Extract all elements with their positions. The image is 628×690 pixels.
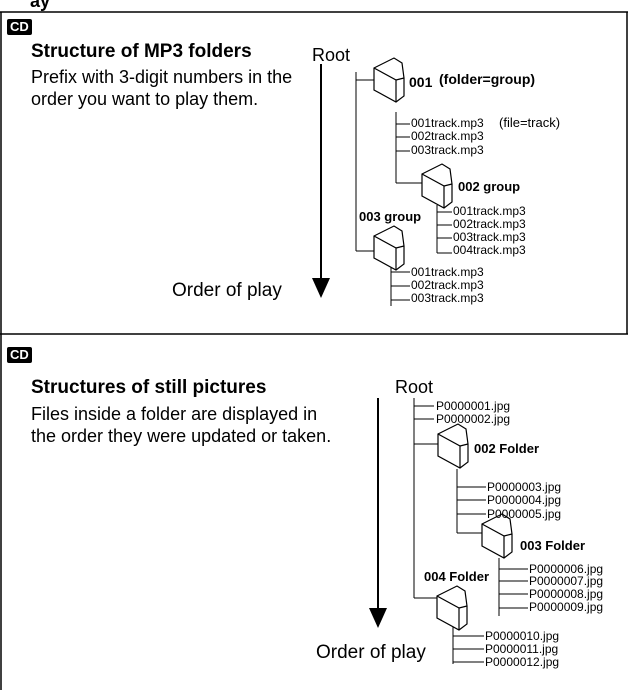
mp3-folder-003-file: 003track.mp3 <box>411 291 484 305</box>
mp3-order-arrow <box>312 64 330 298</box>
still-folder-002-file: P0000003.jpg <box>487 480 562 494</box>
still-folder-003-file: P0000006.jpg <box>529 562 604 576</box>
mp3-folder-002-file: 004track.mp3 <box>453 243 526 257</box>
mp3-folder-003-file: 001track.mp3 <box>411 265 484 279</box>
mp3-folder-002-icon <box>421 163 453 209</box>
top-clipped-text: ay <box>30 0 51 11</box>
still-root-file: P0000001.jpg <box>436 399 511 413</box>
mp3-folder-002-file: 003track.mp3 <box>453 230 526 244</box>
mp3-folder-003-icon <box>373 225 405 271</box>
still-folder-004-file: P0000011.jpg <box>485 642 559 656</box>
mp3-folder-001-file: 001track.mp3 <box>411 116 484 130</box>
still-folder-002-icon <box>437 423 469 469</box>
still-order-label: Order of play <box>316 642 426 663</box>
still-folder-004-icon <box>436 585 468 631</box>
still-description: Files inside a folder are displayed in t… <box>31 404 332 446</box>
mp3-title: Structure of MP3 folders <box>31 41 252 62</box>
mp3-folder-002-file: 001track.mp3 <box>453 204 526 218</box>
mp3-folder-002-file: 002track.mp3 <box>453 217 526 231</box>
still-tree <box>413 398 528 664</box>
mp3-description: Prefix with 3-digit numbers in the order… <box>31 67 293 109</box>
still-folder-002-file: P0000005.jpg <box>487 507 562 521</box>
mp3-folder-001-label: 001 <box>409 74 433 90</box>
still-order-arrow <box>369 398 387 628</box>
mp3-folder-001-file: 002track.mp3 <box>411 129 484 143</box>
still-folder-004-file: P0000010.jpg <box>485 629 560 643</box>
still-folder-003-file: P0000008.jpg <box>529 587 604 601</box>
mp3-folder-001-note: (folder=group) <box>439 71 536 87</box>
still-folder-003-label: 003 Folder <box>520 538 586 553</box>
mp3-folder-001-file: 003track.mp3 <box>411 143 484 157</box>
still-title: Structures of still pictures <box>31 377 267 398</box>
still-folder-003-file: P0000007.jpg <box>529 574 604 588</box>
still-folder-002-file: P0000004.jpg <box>487 493 562 507</box>
still-folder-003-file: P0000009.jpg <box>529 600 604 614</box>
mp3-root-label: Root <box>312 45 351 65</box>
mp3-tree <box>355 72 452 306</box>
mp3-folder-002-label: 002 group <box>458 179 521 194</box>
mp3-cd-badge: CD <box>7 19 32 35</box>
mp3-folder-003-label: 003 group <box>359 209 422 224</box>
still-root-file: P0000002.jpg <box>436 412 511 426</box>
mp3-folder-003-file: 002track.mp3 <box>411 278 484 292</box>
still-folder-004-label: 004 Folder <box>424 569 490 584</box>
still-root-label: Root <box>395 377 434 397</box>
still-cd-badge: CD <box>7 347 32 363</box>
mp3-folder-001-icon <box>373 57 405 103</box>
still-folder-002-label: 002 Folder <box>474 441 540 456</box>
mp3-file-note: (file=track) <box>499 115 561 130</box>
still-folder-004-file: P0000012.jpg <box>485 655 560 669</box>
mp3-order-label: Order of play <box>172 280 282 301</box>
